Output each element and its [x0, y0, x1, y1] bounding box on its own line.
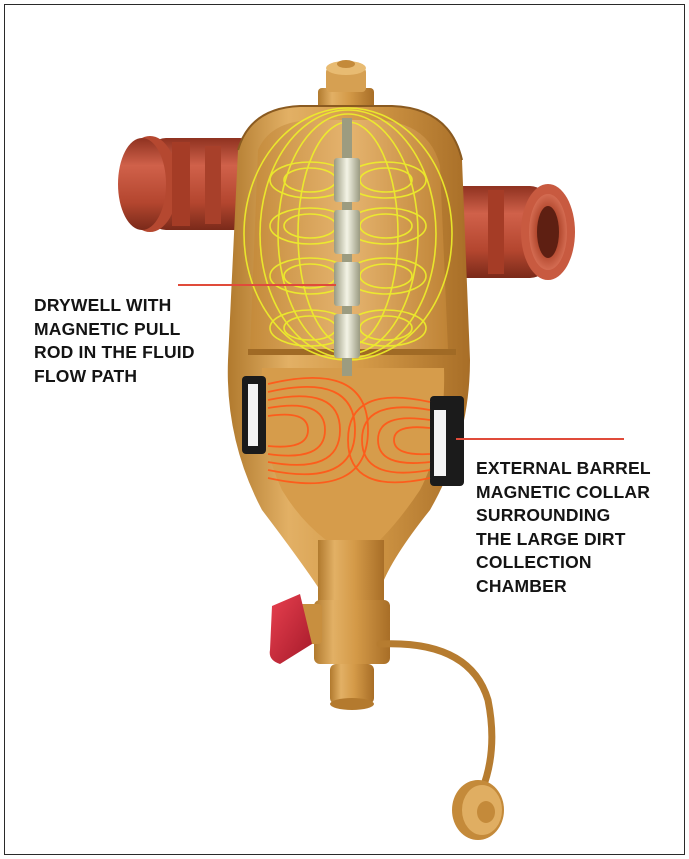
drain-cap-icon [452, 780, 504, 840]
drain-cap-tether [380, 644, 492, 790]
collar-callout-label: EXTERNAL BARREL MAGNETIC COLLAR SURROUND… [476, 457, 681, 598]
drywell-callout-label: DRYWELL WITH MAGNETIC PULL ROD IN THE FL… [34, 294, 244, 388]
